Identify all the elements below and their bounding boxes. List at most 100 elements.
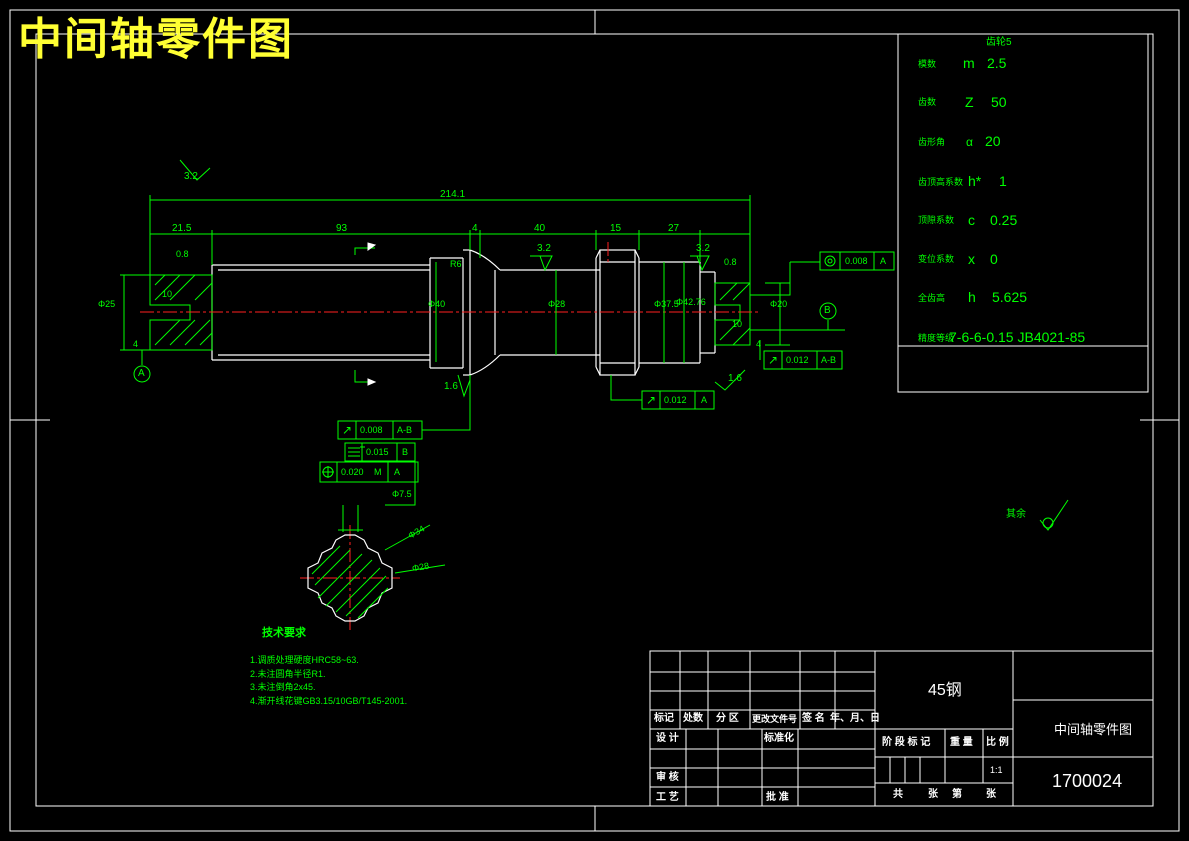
tb-h-count: 处数 [683, 713, 703, 724]
gear-row-sym: m [963, 55, 975, 71]
dim-dia28: Φ28 [548, 299, 566, 309]
dim-27: 27 [668, 223, 680, 234]
roughness-right-bottom: 1.6 [728, 373, 742, 384]
tolerance-frames [319, 251, 895, 483]
dim-dia40: Φ40 [428, 299, 446, 309]
tol-runout-ref: A-B [821, 355, 837, 365]
gear-row-val: 2.5 [987, 55, 1007, 71]
gear-row-sym: Z [965, 94, 974, 110]
tol-pos-m: M [374, 467, 382, 477]
tb-approve: 批 准 [766, 792, 789, 803]
gear-row-val: 20 [985, 133, 1001, 149]
gear-row-name: 全齿高 [918, 293, 946, 303]
gear-row-name: 齿形角 [918, 137, 946, 147]
material: 45钢 [928, 682, 962, 699]
roughness-symbols [179, 159, 1069, 531]
tol-spline-ref: A-B [397, 425, 413, 435]
tb-check: 审 核 [656, 772, 679, 783]
tech-req-line: 3.未注倒角2x45. [250, 682, 316, 692]
tol-sym-ref: B [402, 447, 409, 457]
gear-row-val: 7-6-6-0.15 JB4021-85 [949, 329, 1086, 345]
tb-ratio: 比 例 [986, 737, 1009, 748]
tol-runout-icon: ↗ [768, 353, 779, 367]
dim-21-5: 21.5 [172, 223, 192, 234]
part-name: 中间轴零件图 [1054, 722, 1133, 737]
gear-table-frame [897, 33, 1149, 393]
tol-coax-ref: A [880, 256, 887, 266]
dim-dia37-5: Φ37.5 [654, 299, 679, 309]
drawing-frame [9, 9, 1180, 832]
tb-h-date: 年、月、日 [830, 713, 880, 724]
roughness-other: 其余 [1006, 509, 1026, 520]
spline-dia: Φ7.5 [392, 489, 412, 499]
dim-0-8b: 0.8 [724, 257, 737, 267]
gear-row-val: 1 [999, 173, 1007, 189]
tech-req-line: 4.渐开线花键GB3.15/10GB/T145-2001. [250, 696, 408, 706]
tb-h-sign: 签 名 [802, 713, 825, 724]
gear-row-val: 50 [991, 94, 1007, 110]
tb-h-doc: 更改文件号 [752, 714, 798, 724]
tb-weight: 重 量 [950, 737, 973, 748]
tb-sheet: 张 [928, 789, 938, 800]
gear-row-name: 模数 [918, 59, 937, 69]
tech-req-title: 技术要求 [262, 627, 306, 639]
gear-table-header: 齿轮5 [986, 37, 1012, 48]
dim-left-center: Φ25 [98, 299, 116, 309]
gear-row-val: 5.625 [992, 289, 1028, 305]
tb-stage: 阶 段 标 记 [882, 737, 931, 748]
dim-0-8a: 0.8 [176, 249, 189, 259]
tol-pos-ref: A [394, 467, 401, 477]
drawing-title: 中间轴零件图 [18, 14, 294, 65]
tb-design: 设 计 [656, 733, 679, 744]
dim-r6: R6 [450, 259, 462, 269]
tb-h-mark: 标记 [654, 713, 674, 724]
roughness-top-left: 3.2 [184, 171, 198, 182]
tol-gear-value: 0.012 [664, 395, 687, 405]
dim-40: 40 [534, 223, 546, 234]
tol-sym-value: 0.015 [366, 447, 389, 457]
tol-runout-value: 0.012 [786, 355, 809, 365]
gear-row-name: 齿顶高系数 [918, 177, 964, 187]
tol-gear-icon: ↗ [646, 393, 657, 407]
dim-93: 93 [336, 223, 348, 234]
gear-row-sym: c [968, 212, 975, 228]
tb-page: 第 [952, 789, 962, 800]
tol-pos-value: 0.020 [341, 467, 364, 477]
gear-row-name: 精度等级 [918, 333, 955, 343]
dim-10a: 10 [162, 289, 173, 299]
spline-section [307, 505, 446, 622]
roughness-mid-bottom: 1.6 [444, 381, 458, 392]
gear-row-sym: h* [968, 173, 982, 189]
tb-h-zone: 分 区 [716, 713, 739, 724]
tb-total: 共 [893, 789, 903, 800]
drawing-number: 1700024 [1052, 771, 1123, 791]
tol-gear-ref: A [701, 395, 708, 405]
gear-row-sym: x [968, 251, 975, 267]
tech-req-line: 2.未注圆角半径R1. [250, 669, 326, 679]
dim-dia42-76: Φ42.76 [676, 297, 706, 307]
gear-row-val: 0 [990, 251, 998, 267]
gear-row-name: 齿数 [918, 97, 937, 107]
dim-4b: 4 [756, 339, 762, 349]
dim-10b: 10 [732, 319, 743, 329]
tol-spline-icon: ↗ [342, 423, 353, 437]
gear-row-name: 变位系数 [918, 254, 955, 264]
dimension-lines [120, 195, 845, 506]
dim-4a: 4 [133, 339, 139, 349]
roughness-right-top: 3.2 [696, 243, 710, 254]
tb-process: 工 艺 [656, 792, 679, 803]
center-line [140, 242, 760, 630]
tech-req-line: 1.调质处理硬度HRC58~63. [250, 655, 359, 665]
shaft-outline [211, 249, 716, 376]
tb-page2: 张 [986, 789, 996, 800]
tol-spline-value: 0.008 [360, 425, 383, 435]
tol-coax-value: 0.008 [845, 256, 868, 266]
dim-overall: 214.1 [440, 189, 466, 200]
dim-15: 15 [610, 223, 622, 234]
gear-row-name: 顶隙系数 [918, 215, 955, 225]
roughness-mid-top: 3.2 [537, 243, 551, 254]
dim-4: 4 [472, 223, 478, 234]
center-holes [149, 274, 751, 351]
